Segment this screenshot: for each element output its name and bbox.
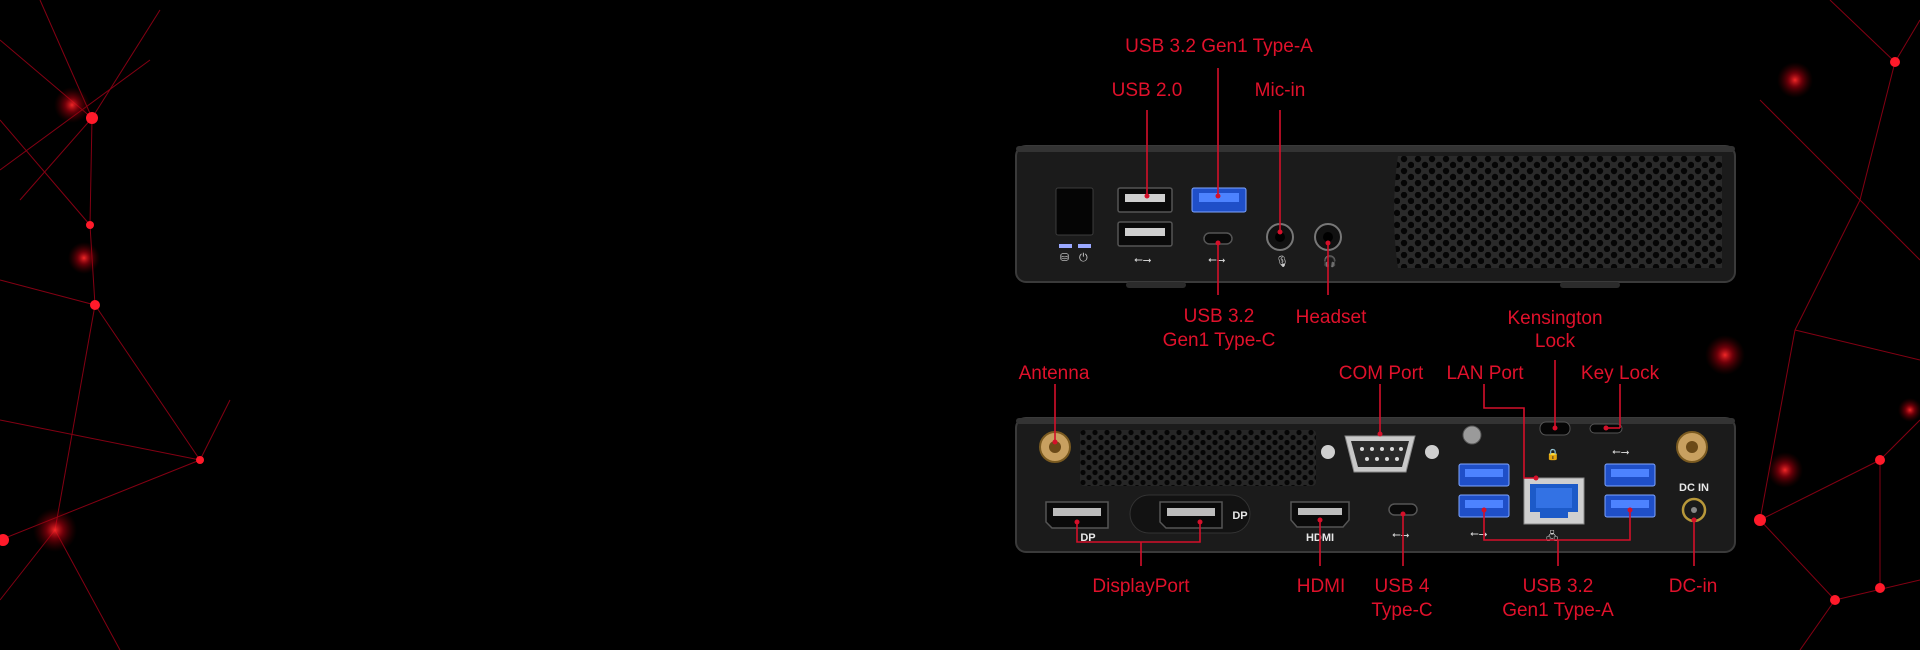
- usb20-port-top: [1117, 187, 1173, 213]
- label-usb32-type-c-line2: Gen1 Type-C: [1163, 330, 1276, 351]
- rear-vent-grille: [1080, 430, 1316, 486]
- usb32-type-a-port: [1191, 187, 1247, 213]
- label-antenna: Antenna: [1019, 363, 1090, 384]
- hdmi-port: HDMI: [1290, 501, 1350, 544]
- headphone-icon: 🎧: [1323, 255, 1337, 268]
- usb-icon: ⭠⭢: [1134, 253, 1152, 266]
- front-vent-grille: [1394, 156, 1722, 268]
- label-usb20: USB 2.0: [1112, 80, 1183, 101]
- network-decoration-left: [0, 0, 231, 650]
- usb-icon: ⭠⭢: [1470, 527, 1488, 540]
- rear-leaders: [1052, 360, 1697, 566]
- svg-text:DP: DP: [1080, 532, 1095, 544]
- label-usb32-type-a-rear-line1: USB 3.2: [1523, 576, 1594, 597]
- label-mic-in: Mic-in: [1255, 80, 1306, 101]
- front-panel: ⛁ ⏻ ⭠⭢ ⭠⭢ 🎙 🎧: [1015, 145, 1736, 288]
- label-kensington-line1: Kensington: [1507, 308, 1602, 329]
- usb-icon: ⭠⭢: [1612, 445, 1630, 458]
- storage-led-icon: ⛁: [1059, 244, 1072, 264]
- antenna-connector-right: [1676, 431, 1708, 463]
- antenna-connector-left: [1039, 431, 1071, 463]
- front-leaders: [1144, 68, 1331, 295]
- network-decoration-right: [1759, 0, 1920, 650]
- usb-icon: ⭠⭢: [1208, 253, 1226, 266]
- rear-panel: 🔒 ⭠⭢ DP DP HDMI ⭠⭢: [1015, 417, 1736, 553]
- dc-in-marking: DC IN: [1679, 482, 1709, 494]
- network-icon: 🖧: [1546, 530, 1558, 543]
- label-displayport: DisplayPort: [1092, 576, 1190, 597]
- label-hdmi: HDMI: [1297, 576, 1346, 597]
- displayport-2: DP: [1129, 494, 1251, 534]
- displayport-1: DP: [1045, 501, 1109, 544]
- mic-icon: 🎙: [1275, 255, 1289, 268]
- power-button: [1055, 187, 1094, 236]
- power-led-icon: ⏻: [1078, 244, 1091, 264]
- label-usb4-line1: USB 4: [1375, 576, 1430, 597]
- usb20-port-bottom: [1117, 221, 1173, 247]
- label-usb4-line2: Type-C: [1371, 600, 1432, 621]
- label-lan-port: LAN Port: [1446, 363, 1524, 384]
- svg-text:DP: DP: [1232, 510, 1247, 522]
- svg-text:⛁: ⛁: [1060, 251, 1069, 264]
- usb32-type-a-port-rear-4: [1604, 494, 1656, 518]
- lan-port: [1523, 477, 1585, 525]
- com-port: [1321, 435, 1439, 473]
- svg-text:⏻: ⏻: [1079, 251, 1088, 264]
- label-key-lock: Key Lock: [1581, 363, 1660, 384]
- label-usb32-type-a-front: USB 3.2 Gen1 Type-A: [1125, 36, 1313, 57]
- lock-icon: 🔒: [1546, 448, 1560, 461]
- network-nodes-left: [0, 87, 204, 552]
- usb32-type-a-port-rear-3: [1604, 463, 1656, 487]
- usb-icon: ⭠⭢: [1392, 528, 1410, 541]
- label-kensington-line2: Lock: [1535, 331, 1576, 352]
- chassis-screw: [1462, 425, 1482, 445]
- label-com-port: COM Port: [1339, 363, 1424, 384]
- usb32-type-a-port-rear-1: [1458, 463, 1510, 487]
- label-usb32-type-a-rear-line2: Gen1 Type-A: [1502, 600, 1614, 621]
- label-usb32-type-c-line1: USB 3.2: [1184, 306, 1255, 327]
- label-dc-in: DC-in: [1669, 576, 1718, 597]
- label-headset: Headset: [1296, 307, 1367, 328]
- network-nodes-right: [1705, 57, 1920, 605]
